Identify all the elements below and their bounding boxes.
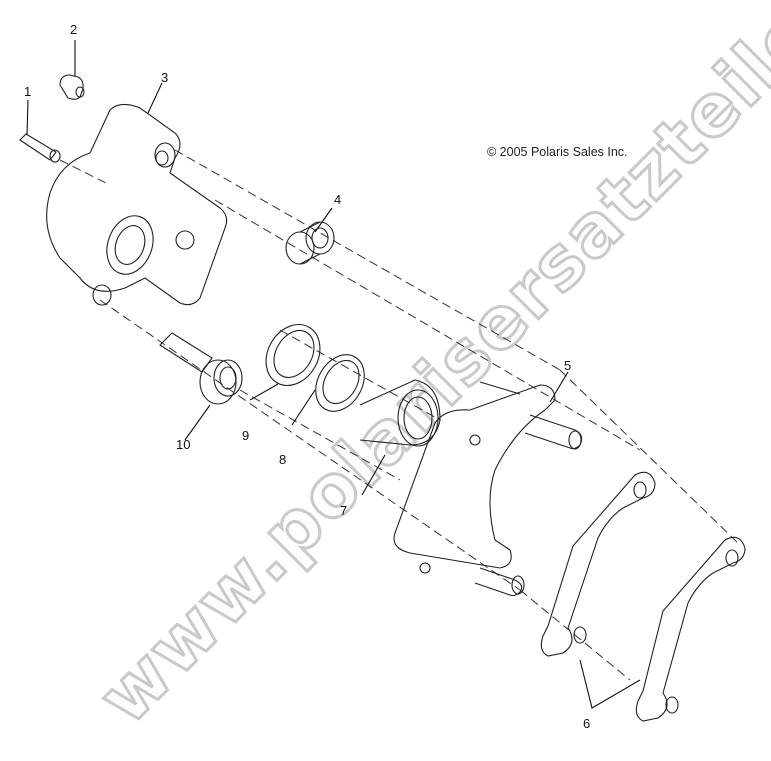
part-10-slide-pin	[159, 332, 243, 405]
callout-10: 10	[176, 437, 191, 452]
part-6-brake-pads	[540, 471, 746, 722]
part-2-bleeder-cap	[59, 74, 85, 100]
copyright-notice: © 2005 Polaris Sales Inc.	[487, 145, 628, 159]
part-7-piston	[359, 379, 441, 447]
part-3-caliper-housing	[46, 103, 228, 306]
part-9-piston-seal	[265, 324, 321, 386]
callout-9: 9	[242, 428, 250, 443]
assembly-axis-lines	[59, 149, 741, 681]
part-1-bleeder-screw	[19, 133, 61, 163]
callout-3: 3	[161, 70, 169, 85]
callout-7: 7	[340, 503, 348, 518]
callout-4: 4	[334, 192, 342, 207]
part-8-dust-seal	[315, 354, 365, 412]
callout-1: 1	[24, 84, 32, 99]
part-5-caliper-bracket	[393, 381, 583, 597]
callout-2: 2	[70, 22, 78, 37]
callout-8: 8	[279, 452, 287, 467]
callout-leaders	[26, 40, 641, 709]
callout-6: 6	[583, 716, 591, 731]
callout-5: 5	[564, 358, 572, 373]
part-4-pin-boot	[285, 221, 335, 265]
